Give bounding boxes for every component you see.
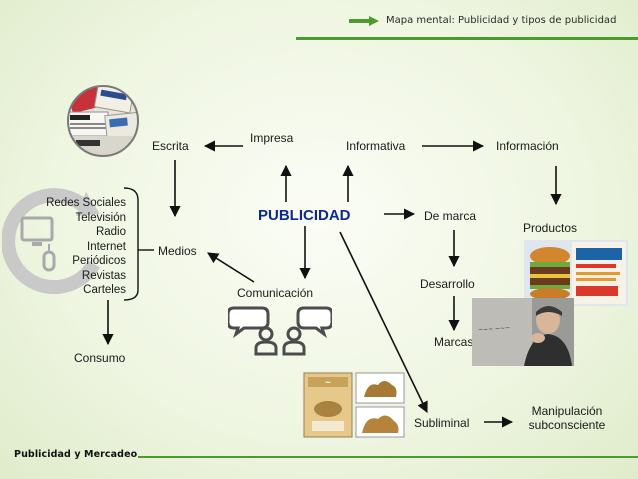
media-list-item: Periódicos — [72, 255, 126, 267]
node-manipulacion-line1: Manipulación — [531, 404, 603, 418]
node-comunicacion: Comunicación — [237, 286, 314, 300]
media-list-item: Radio — [95, 226, 126, 238]
chat-people-icon — [228, 306, 332, 356]
node-consumo: Consumo — [74, 351, 126, 365]
arrow-publicidad-subliminal — [339, 231, 428, 414]
node-impresa: Impresa — [250, 131, 294, 145]
header-title: Mapa mental: Publicidad y tipos de publi… — [386, 15, 617, 26]
media-list-item: Internet — [87, 240, 126, 253]
node-manipulacion-line2: subconsciente — [528, 418, 606, 432]
media-list-item: Revistas — [81, 269, 126, 282]
header-arrow-icon — [349, 16, 379, 26]
media-list-item: Carteles — [83, 284, 126, 296]
node-de-marca: De marca — [424, 209, 477, 223]
camel-packs-photo: ~ — [302, 371, 406, 439]
man-thinking-photo: ~~~ ~~~ — [472, 298, 574, 366]
media-list-item: Televisión — [75, 211, 127, 224]
node-escrita: Escrita — [152, 139, 189, 153]
footer-text: Publicidad y Mercadeo — [14, 449, 138, 460]
node-manipulacion: Manipulación subconsciente — [514, 404, 620, 432]
node-productos: Productos — [523, 221, 578, 235]
media-devices-icon — [2, 188, 101, 295]
node-informativa: Informativa — [346, 139, 406, 153]
svg-text:~~~ ~~~: ~~~ ~~~ — [478, 324, 510, 333]
node-marcas: Marcas — [434, 335, 474, 349]
node-desarrollo: Desarrollo — [420, 277, 475, 291]
footer-rule — [138, 456, 638, 458]
burger-ad-photo — [524, 240, 628, 306]
svg-text:~: ~ — [325, 377, 332, 387]
center-publicidad: PUBLICIDAD — [258, 207, 351, 224]
arrow-comunicacion-medios — [207, 252, 255, 283]
media-list-item: Redes Sociales — [46, 197, 126, 209]
header-rule — [296, 37, 638, 40]
bracket-media-list — [123, 187, 139, 301]
newspapers-photo — [67, 85, 139, 157]
node-subliminal: Subliminal — [414, 416, 470, 430]
node-medios: Medios — [158, 244, 197, 258]
media-list: Redes Sociales Televisión Radio Internet… — [20, 196, 126, 298]
node-informacion: Información — [496, 139, 559, 153]
